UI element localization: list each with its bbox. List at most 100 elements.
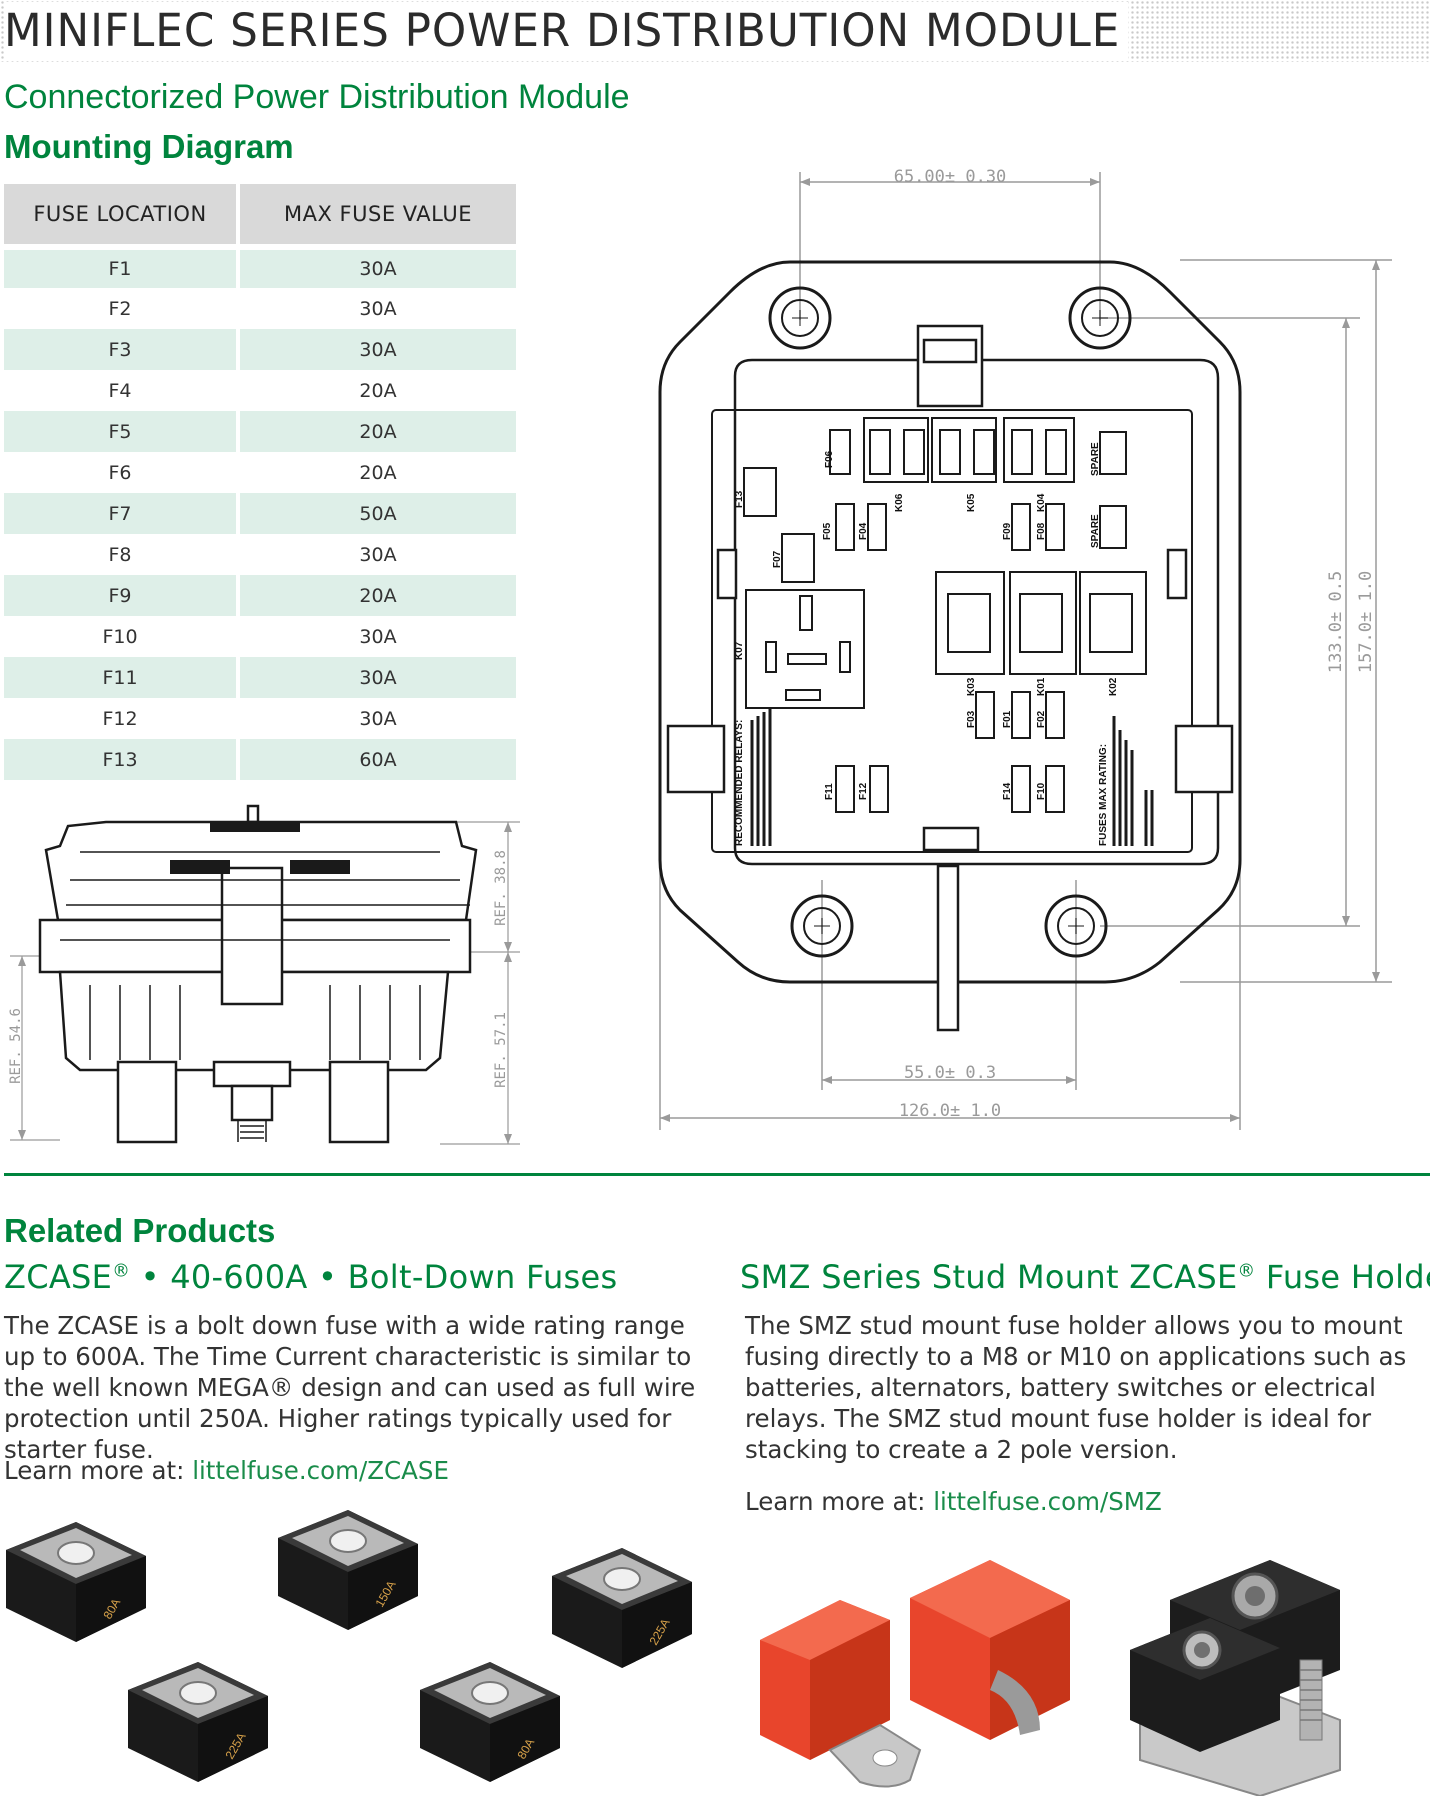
page-title: MINIFLEC SERIES POWER DISTRIBUTION MODUL…	[4, 2, 1129, 60]
related-products-heading: Related Products	[4, 1212, 276, 1249]
svg-text:K01: K01	[1036, 677, 1047, 696]
smz-holder-photos	[760, 1560, 1341, 1796]
svg-text:F01: F01	[1002, 710, 1013, 728]
svg-text:SPARE: SPARE	[1090, 514, 1101, 548]
smz-title-main: SMZ Series Stud Mount ZCASE	[740, 1258, 1238, 1296]
svg-text:F07: F07	[772, 550, 783, 568]
smz-title: SMZ Series Stud Mount ZCASE® Fuse Holder	[740, 1258, 1430, 1296]
dimension-ref-2: REF. 57.1	[493, 1012, 509, 1088]
fuse-value: 30A	[238, 616, 516, 657]
column-header-location: FUSE LOCATION	[4, 184, 240, 247]
zcase-learn-link[interactable]: littelfuse.com/ZCASE	[192, 1456, 449, 1485]
svg-text:K06: K06	[894, 493, 905, 512]
zcase-fuse: 225A	[127, 1661, 269, 1783]
zcase-title: ZCASE® • 40-600A • Bolt-Down Fuses	[4, 1258, 618, 1296]
side-view-drawing: REF. 38.8 REF. 57.1 REF. 54.6	[8, 804, 520, 1145]
dimension-ref-3: REF. 54.6	[8, 1008, 24, 1084]
dimension-ref-1: REF. 38.8	[493, 850, 509, 926]
fuse-value: 30A	[238, 657, 516, 698]
zcase-title-rest: • 40-600A • Bolt-Down Fuses	[130, 1258, 618, 1296]
fuse-location: F6	[4, 452, 240, 493]
fuse-location: F12	[4, 698, 240, 739]
dimension-right-outer: 157.0± 1.0	[1356, 571, 1376, 673]
zcase-title-reg: ®	[112, 1261, 131, 1282]
svg-text:F13: F13	[734, 490, 745, 508]
zcase-learn-prefix: Learn more at:	[4, 1456, 193, 1485]
fuse-value: 20A	[238, 452, 516, 493]
fuse-value: 20A	[238, 575, 516, 616]
svg-text:F08: F08	[1036, 522, 1047, 540]
fuse-value: 30A	[238, 244, 516, 288]
svg-text:K03: K03	[966, 677, 977, 696]
svg-text:SPARE: SPARE	[1090, 442, 1101, 476]
zcase-fuse: 225A	[551, 1547, 693, 1669]
smz-learn-prefix: Learn more at:	[745, 1487, 934, 1516]
svg-text:F11: F11	[824, 783, 835, 800]
svg-text:K04: K04	[1036, 493, 1047, 512]
zcase-fuse: 150A	[277, 1510, 419, 1631]
top-view-drawing: 65.00± 0.30 55.0± 0.3 126.0± 1.0 133.0± …	[658, 167, 1392, 1130]
fuse-location: F11	[4, 657, 240, 698]
fuse-location: F5	[4, 411, 240, 452]
fuse-value: 20A	[238, 370, 516, 411]
fuse-location: F7	[4, 493, 240, 534]
zcase-fuse: 80A	[5, 1521, 147, 1643]
fuse-location: F4	[4, 370, 240, 411]
svg-text:F14: F14	[1002, 782, 1013, 800]
fuse-location: F8	[4, 534, 240, 575]
dimension-right-inner: 133.0± 0.5	[1326, 571, 1346, 673]
smz-holder-red-1	[760, 1600, 922, 1788]
dimension-top: 65.00± 0.30	[894, 167, 1007, 187]
smz-title-reg: ®	[1237, 1261, 1256, 1282]
svg-text:F03: F03	[966, 710, 977, 728]
title-band: MINIFLEC SERIES POWER DISTRIBUTION MODUL…	[0, 0, 1430, 62]
zcase-fuse-photos: 80A 150A 225A 225A 80A	[5, 1510, 693, 1783]
fuse-location: F1	[4, 244, 240, 288]
svg-text:F04: F04	[858, 522, 869, 540]
fuse-value: 20A	[238, 411, 516, 452]
slot-labels: F06 K06 K05 K04 SPARE SPARE F13 F05 F04 …	[734, 442, 1119, 846]
svg-text:FUSES MAX RATING:: FUSES MAX RATING:	[1098, 744, 1109, 846]
zcase-fuse: 80A	[419, 1661, 561, 1783]
fuse-value: 30A	[238, 288, 516, 329]
smz-learn-link[interactable]: littelfuse.com/SMZ	[933, 1487, 1162, 1516]
fuse-value: 60A	[238, 739, 516, 780]
housing-outline	[658, 260, 1242, 984]
column-header-value: MAX FUSE VALUE	[238, 184, 516, 247]
smz-title-rest: Fuse Holder	[1265, 1258, 1430, 1296]
side-view-housing	[38, 804, 478, 1144]
svg-text:F12: F12	[858, 782, 869, 800]
section-divider	[4, 1173, 1430, 1176]
mounting-holes	[768, 286, 1132, 958]
smz-description: The SMZ stud mount fuse holder allows yo…	[745, 1311, 1407, 1464]
fuse-value: 30A	[238, 329, 516, 370]
table-header-row: FUSE LOCATION MAX FUSE VALUE	[4, 184, 516, 247]
svg-text:F06: F06	[824, 450, 835, 468]
fuse-location: F3	[4, 329, 240, 370]
dimension-bottom-outer: 126.0± 1.0	[899, 1101, 1001, 1121]
smz-holder-stacked	[1130, 1560, 1341, 1796]
fine-print-blocks	[750, 708, 1154, 846]
svg-text:F05: F05	[822, 522, 833, 540]
svg-text:K05: K05	[966, 493, 977, 512]
svg-text:F02: F02	[1036, 710, 1047, 728]
dimension-bottom-inner: 55.0± 0.3	[904, 1063, 996, 1083]
latches	[666, 324, 1234, 1032]
page-subtitle: Connectorized Power Distribution Module	[4, 78, 630, 116]
fuse-value: 30A	[238, 698, 516, 739]
fuse-value: 50A	[238, 493, 516, 534]
svg-text:K07: K07	[734, 641, 745, 660]
fuse-location: F2	[4, 288, 240, 329]
